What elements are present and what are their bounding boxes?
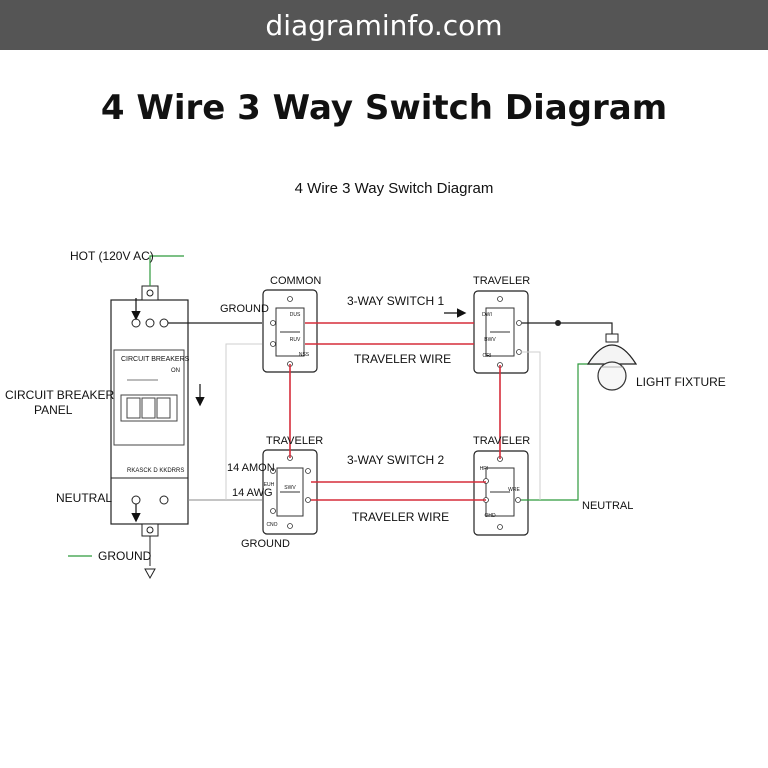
guide-line xyxy=(225,343,262,500)
switch-term-label: BWV xyxy=(484,337,496,343)
switch-term-label: HRI xyxy=(480,466,489,472)
switch-1-right: DWI BWV ORI xyxy=(473,290,529,374)
panel-header: CIRCUIT BREAKERS xyxy=(121,356,190,363)
common-label: COMMON xyxy=(270,275,321,287)
hot-label: HOT (120V AC) xyxy=(70,249,154,263)
switch-term-label: RUV xyxy=(290,337,301,343)
terminal-screw xyxy=(159,318,169,328)
terminal-screw xyxy=(131,495,141,505)
panel-label-line2: PANEL xyxy=(34,403,73,417)
neutral-label-right: NEUTRAL xyxy=(582,500,633,512)
switch-term-label: EUH xyxy=(264,482,275,488)
guide-line xyxy=(520,351,541,500)
neutral-label-left: NEUTRAL xyxy=(56,491,112,505)
wire-gauge-label-1: 14 AMON xyxy=(227,462,275,474)
terminal-screw xyxy=(146,289,154,297)
neutral-wire-fixture xyxy=(521,363,600,501)
ground-symbol-icon xyxy=(144,568,156,580)
switch-2-left: EUH SWV CNO xyxy=(262,449,318,535)
panel-code: RKASCK D KKDRRS xyxy=(127,468,184,474)
switch-term-label: SWV xyxy=(284,485,296,491)
switch-term-label: DUS xyxy=(290,312,301,318)
ground-label-bottom: GROUND xyxy=(241,538,290,550)
terminal-screw xyxy=(146,526,154,534)
terminal-screw xyxy=(159,495,169,505)
svg-text:ON: ON xyxy=(171,368,180,374)
switch-term-label: WRE xyxy=(508,487,520,493)
switch-1-left: DUS RUV NSS xyxy=(262,289,318,373)
panel-label-line1: CIRCUIT BREAKER xyxy=(5,388,114,402)
light-fixture-icon xyxy=(586,333,638,391)
breaker-switch xyxy=(126,397,141,419)
wire-gauge-label-2: 14 AWG xyxy=(232,487,273,499)
switch-term-label: CNO xyxy=(266,522,277,528)
ground-label-top: GROUND xyxy=(220,303,269,315)
terminal-screw xyxy=(145,318,155,328)
switch-2-right: HRI WRE OHD xyxy=(473,450,529,536)
page-title: 4 Wire 3 Way Switch Diagram xyxy=(100,88,668,128)
traveler-wire-label-2: TRAVELER WIRE xyxy=(352,510,449,524)
switch-term-label: DWI xyxy=(482,312,492,318)
switch-2-label: 3-WAY SWITCH 2 xyxy=(347,453,444,467)
traveler-wire-label-1: TRAVELER WIRE xyxy=(354,352,451,366)
switch-term-label: ORI xyxy=(483,353,492,359)
diagram-subtitle: 4 Wire 3 Way Switch Diagram xyxy=(295,180,494,197)
site-name: diagraminfo.com xyxy=(265,8,503,42)
switch-term-label: NSS xyxy=(299,352,310,358)
terminal-screw xyxy=(131,318,141,328)
traveler-label-left: TRAVELER xyxy=(266,435,323,447)
traveler-label-top: TRAVELER xyxy=(473,275,530,287)
breaker-switch xyxy=(156,397,171,419)
switch-term-label: OHD xyxy=(484,513,496,519)
switch-1-label: 3-WAY SWITCH 1 xyxy=(347,294,444,308)
hot-feed-wire xyxy=(149,255,184,286)
junction-dot xyxy=(555,320,561,326)
site-banner: diagraminfo.com xyxy=(0,0,768,50)
light-fixture-label: LIGHT FIXTURE xyxy=(636,375,726,389)
switched-hot-to-fixture xyxy=(522,322,613,338)
traveler-label-right: TRAVELER xyxy=(473,435,530,447)
ground-label-left: GROUND xyxy=(98,549,152,563)
breaker-switch xyxy=(141,397,156,419)
circuit-breaker-panel: ON CIRCUIT BREAKERS RKASCK D KKDRRS xyxy=(110,285,190,537)
